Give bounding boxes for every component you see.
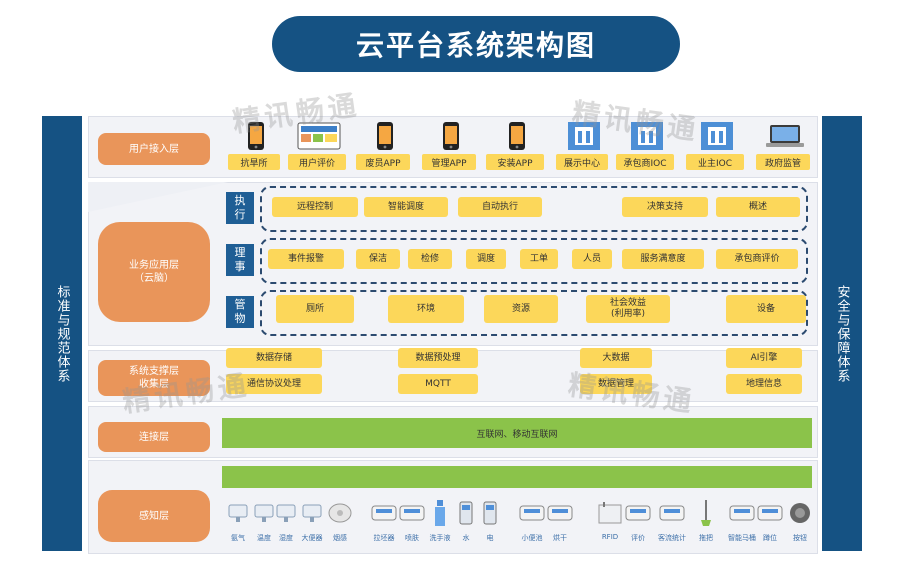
rating-panel-icon <box>624 498 652 528</box>
support-item: 地理信息 <box>726 374 802 394</box>
sensor-label: 湿度 <box>279 534 293 542</box>
business-item: 环境 <box>388 295 464 323</box>
dashed-group-1 <box>260 238 808 284</box>
support-item: 数据存储 <box>226 348 322 368</box>
support-item: 数据管理 <box>580 374 652 394</box>
connection-layer-label: 连接层 <box>98 422 210 452</box>
network-bar: 互联网、移动互联网 <box>222 418 812 448</box>
mop-icon <box>692 498 720 528</box>
ammonia-sensor-icon <box>224 498 252 528</box>
business-item: 工单 <box>520 249 558 269</box>
row-tag-2: 管 物 <box>226 296 254 328</box>
user-app-tag: 展示中心 <box>556 154 608 170</box>
business-item: 承包商评价 <box>716 249 798 269</box>
tablet-icon <box>288 120 350 152</box>
business-item: 调度 <box>466 249 506 269</box>
layer-decor <box>88 182 228 212</box>
business-item: 自动执行 <box>458 197 542 217</box>
sensor-label: 小便池 <box>521 534 543 542</box>
business-item: 服务满意度 <box>622 249 704 269</box>
people-counter-icon <box>658 498 686 528</box>
sensor-label: RFID <box>601 533 619 541</box>
phone-icon <box>486 120 548 152</box>
urinal-icon <box>518 498 546 528</box>
business-item: 事件报警 <box>268 249 344 269</box>
business-item: 远程控制 <box>272 197 358 217</box>
power-meter-icon <box>476 498 504 528</box>
security-bar: 安全与保障体系 <box>822 116 862 551</box>
phone-icon <box>422 120 480 152</box>
toilet-sensor-icon <box>298 498 326 528</box>
sensor-label: 拖把 <box>699 534 713 542</box>
support-item: 大数据 <box>580 348 652 368</box>
user-app-tag: 政府监管 <box>756 154 810 170</box>
business-item: 资源 <box>484 295 558 323</box>
business-item: 概述 <box>716 197 800 217</box>
business-item: 设备 <box>726 295 806 323</box>
building-icon <box>686 120 748 152</box>
smoke-sensor-icon <box>326 498 354 528</box>
user-app-tag: 废员APP <box>356 154 410 170</box>
dashed-group-0 <box>260 186 808 232</box>
phone-icon <box>356 120 414 152</box>
row-tag-0: 执 行 <box>226 192 254 224</box>
building-icon <box>616 120 678 152</box>
dashed-group-2 <box>260 290 808 336</box>
business-item: 检修 <box>408 249 452 269</box>
user-app-tag: 业主IOC <box>686 154 744 170</box>
sensor-label: 烟感 <box>333 534 347 542</box>
sensor-label: 评价 <box>631 534 645 542</box>
sensor-label: 温度 <box>257 534 271 542</box>
sensor-label: 客流统计 <box>658 534 686 542</box>
sensor-label: 蹲位 <box>763 534 777 542</box>
humidity-sensor-icon <box>272 498 300 528</box>
laptop-icon <box>756 120 814 152</box>
towel-dispenser-icon <box>398 498 426 528</box>
user-app-tag: 管理APP <box>422 154 476 170</box>
sensor-label: 按钮 <box>793 534 807 542</box>
soap-dispenser-icon <box>426 498 454 528</box>
user-app-tag: 抗旱所 <box>228 154 280 170</box>
smart-toilet-icon <box>728 498 756 528</box>
business-item: 厕所 <box>276 295 354 323</box>
support-layer-label: 系统支撑层 收集层 <box>98 360 210 396</box>
button-icon <box>786 498 814 528</box>
row-tag-1: 理 事 <box>226 244 254 276</box>
sensor-label: 智能马桶 <box>728 534 756 542</box>
business-item: 社会效益 (利用率) <box>586 295 670 323</box>
phone-icon <box>228 120 284 152</box>
squat-toilet-icon <box>756 498 784 528</box>
sensor-label: 大便器 <box>301 534 323 542</box>
sensor-label: 氨气 <box>231 534 245 542</box>
diagram-title: 云平台系统架构图 <box>272 16 680 72</box>
building-icon <box>556 120 612 152</box>
standards-bar: 标准与规范体系 <box>42 116 82 551</box>
rfid-reader-icon <box>596 498 624 528</box>
temperature-sensor-icon <box>250 498 278 528</box>
perception-green-bar <box>222 466 812 488</box>
sensor-label: 拉坯器 <box>373 534 395 542</box>
perception-layer-label: 感知层 <box>98 490 210 542</box>
support-item: AI引擎 <box>726 348 802 368</box>
support-item: 数据预处理 <box>398 348 478 368</box>
sensor-label: 烘干 <box>553 534 567 542</box>
user-app-tag: 用户评价 <box>288 154 346 170</box>
sensor-label: 水 <box>462 534 470 542</box>
water-meter-icon <box>452 498 480 528</box>
business-layer-label: 业务应用层 （云脑） <box>98 222 210 322</box>
sensor-label: 电 <box>486 534 494 542</box>
sensor-label: 喷肤 <box>405 534 419 542</box>
user-app-tag: 安装APP <box>486 154 544 170</box>
business-item: 人员 <box>572 249 612 269</box>
user-access-layer-label: 用户接入层 <box>98 133 210 165</box>
support-item: MQTT <box>398 374 478 394</box>
business-item: 智能调度 <box>364 197 448 217</box>
sensor-label: 洗手液 <box>429 534 451 542</box>
support-item: 通信协议处理 <box>226 374 322 394</box>
business-item: 保洁 <box>356 249 400 269</box>
dryer-icon <box>546 498 574 528</box>
business-item: 决策支持 <box>622 197 708 217</box>
user-app-tag: 承包商IOC <box>616 154 674 170</box>
dispenser-icon <box>370 498 398 528</box>
